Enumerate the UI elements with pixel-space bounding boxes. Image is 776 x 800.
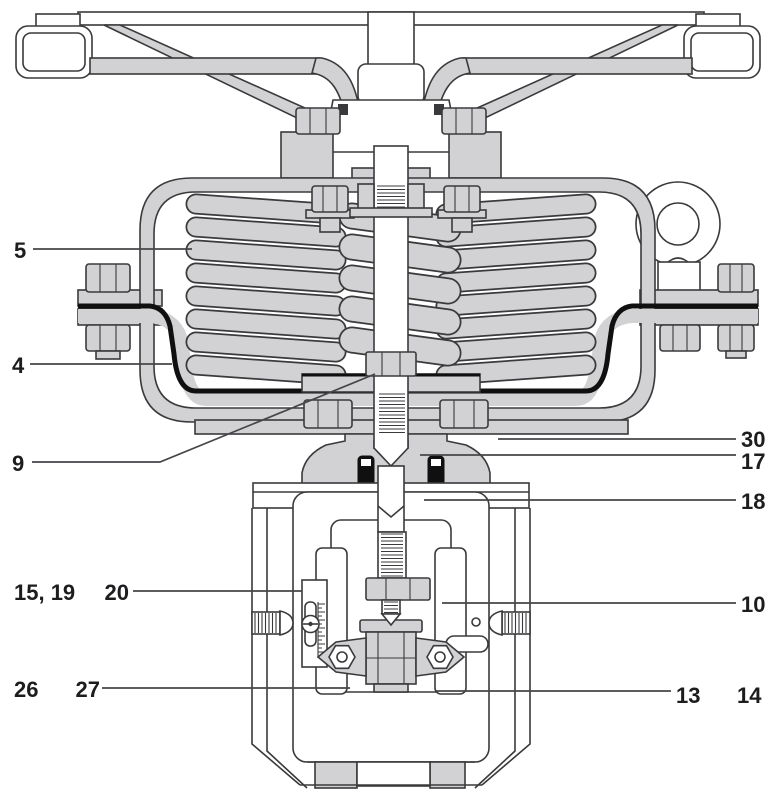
callout-15-19: 15, 19 [14,580,75,605]
callout-20: 20 [105,580,129,605]
indicator-screw [301,614,320,634]
stem-lower-assembly [316,465,489,693]
stem-locknut [365,577,431,601]
callout-17: 17 [741,449,765,474]
callout-5: 5 [14,238,26,263]
case-bottom-bolt-left [303,399,353,429]
yoke-leg-right [481,508,531,786]
callout-10: 10 [741,592,765,617]
callout-26: 26 [14,677,38,702]
handwheel-plate-left [89,57,321,75]
actuator-stem-upper [349,145,433,468]
diaphragm-plate-nut [365,351,417,377]
callout-27: 27 [76,677,100,702]
clamp-nut-right [441,107,487,135]
travel-indicator-scale [301,579,328,668]
callout-18: 18 [741,489,765,514]
handwheel-rim-right [683,25,761,79]
side-stud-left [251,609,294,637]
side-stud-right [488,609,531,637]
yoke-leg-left [251,508,301,786]
handwheel-rim-left [15,25,93,79]
stem-threads-middle [379,393,405,434]
connector-bolt-right [426,644,454,670]
lifting-eye-hole [656,202,700,246]
callout-9: 9 [12,451,24,476]
valve-stem-top [373,683,409,693]
lower-stem [377,465,405,533]
case-bottom-bolt-right [439,399,489,429]
clamp-block-left [280,131,334,179]
handwheel-plate-right [461,57,693,75]
stem-clamp [280,99,502,181]
eye-bolt-nut [659,324,701,352]
leader-9 [32,373,376,463]
yoke-hole [471,617,481,627]
stem-threads-lower [381,533,403,577]
case-bottom-flange [194,399,629,435]
flange-bolt-right [717,263,755,359]
case-top-bolt-right [437,185,487,233]
spring-left [196,204,336,375]
diaphragm-case [139,177,656,423]
clamp-nut-left [295,107,341,135]
stem-threads-top [377,185,405,208]
yoke-base-flange [300,761,482,789]
callout-13: 13 [676,683,700,708]
callout-labels: 5 4 9 15, 19 20 26 27 30 17 18 10 13 14 [12,238,765,708]
stem-connector [316,631,489,693]
scale-ticks [317,602,325,658]
callout-14: 14 [737,683,762,708]
callout-4: 4 [12,353,25,378]
clamp-block-right [448,131,502,179]
callout-30: 30 [741,427,765,452]
connector-bolt-left [328,644,356,670]
flange-bolt-left [85,263,131,360]
handwheel-hub-cap [357,63,425,105]
callout-leaders [30,248,736,692]
